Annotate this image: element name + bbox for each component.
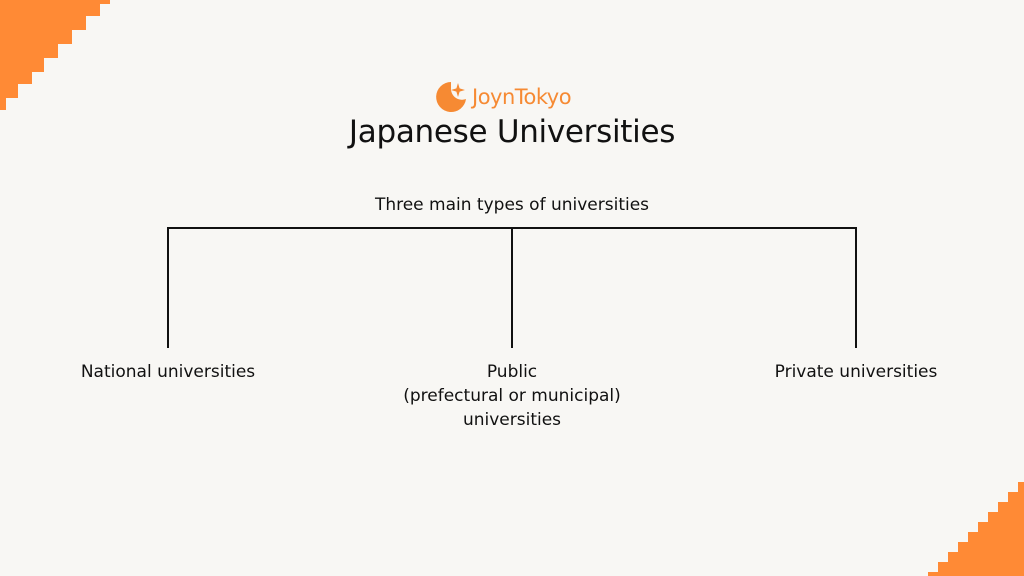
corner-staircase-top-left xyxy=(0,0,110,110)
crescent-moon-star-icon xyxy=(436,82,466,112)
diagram-node-national: National universities xyxy=(81,360,255,384)
brand-logo: JoynTokyo xyxy=(434,80,572,114)
diagram-node-public: Public (prefectural or municipal) univer… xyxy=(403,360,621,432)
connector-vertical-public xyxy=(511,227,513,348)
diagram-node-private: Private universities xyxy=(775,360,938,384)
diagram-root-label: Three main types of universities xyxy=(374,195,650,215)
brand-name: JoynTokyo xyxy=(472,85,572,109)
connector-vertical-private xyxy=(855,227,857,348)
node-label: National universities xyxy=(80,362,256,382)
page-title: Japanese Universities xyxy=(348,114,676,150)
node-label-line: universities xyxy=(462,410,562,430)
node-label-line: Public xyxy=(486,362,538,382)
node-label: Private universities xyxy=(774,362,938,382)
connector-vertical-national xyxy=(167,227,169,348)
corner-staircase-bottom-right xyxy=(928,482,1024,576)
node-label-line: (prefectural or municipal) xyxy=(403,386,621,406)
